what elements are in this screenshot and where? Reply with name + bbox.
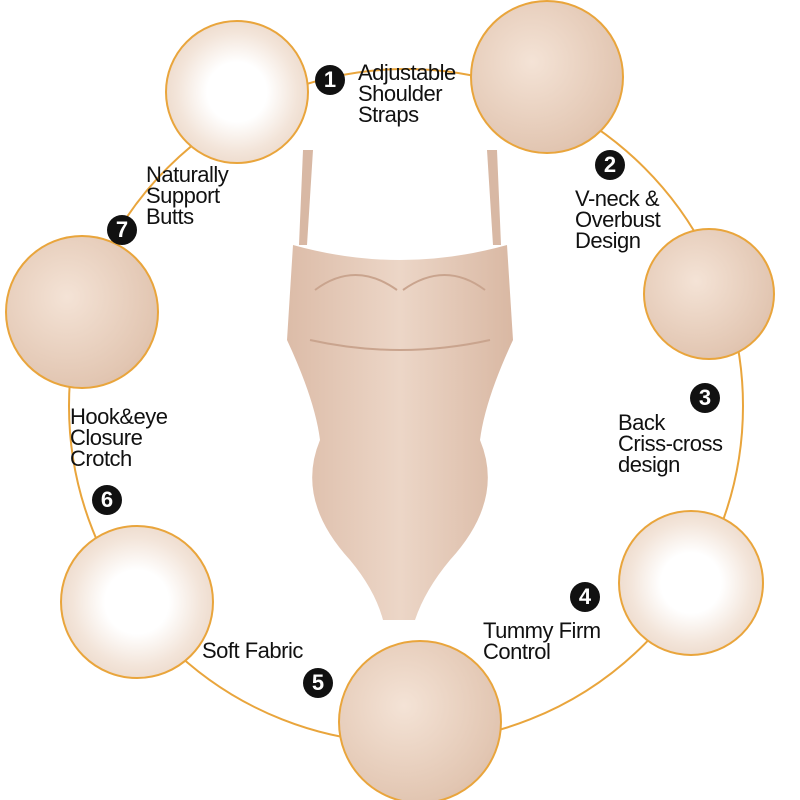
bodysuit-image bbox=[287, 150, 513, 620]
badge-6: 6 bbox=[92, 485, 122, 515]
detail-v-neck bbox=[470, 0, 624, 154]
badge-5: 5 bbox=[303, 668, 333, 698]
detail-shoulder-strap bbox=[165, 20, 309, 164]
label-5: Soft Fabric bbox=[202, 638, 303, 663]
badge-4: 4 bbox=[570, 582, 600, 612]
badge-7: 7 bbox=[107, 215, 137, 245]
detail-fabric bbox=[338, 640, 502, 800]
detail-tummy bbox=[618, 510, 764, 656]
badge-1: 1 bbox=[315, 65, 345, 95]
badge-3: 3 bbox=[690, 383, 720, 413]
badge-2: 2 bbox=[595, 150, 625, 180]
detail-back bbox=[643, 228, 775, 360]
detail-crotch bbox=[60, 525, 214, 679]
detail-butt bbox=[5, 235, 159, 389]
